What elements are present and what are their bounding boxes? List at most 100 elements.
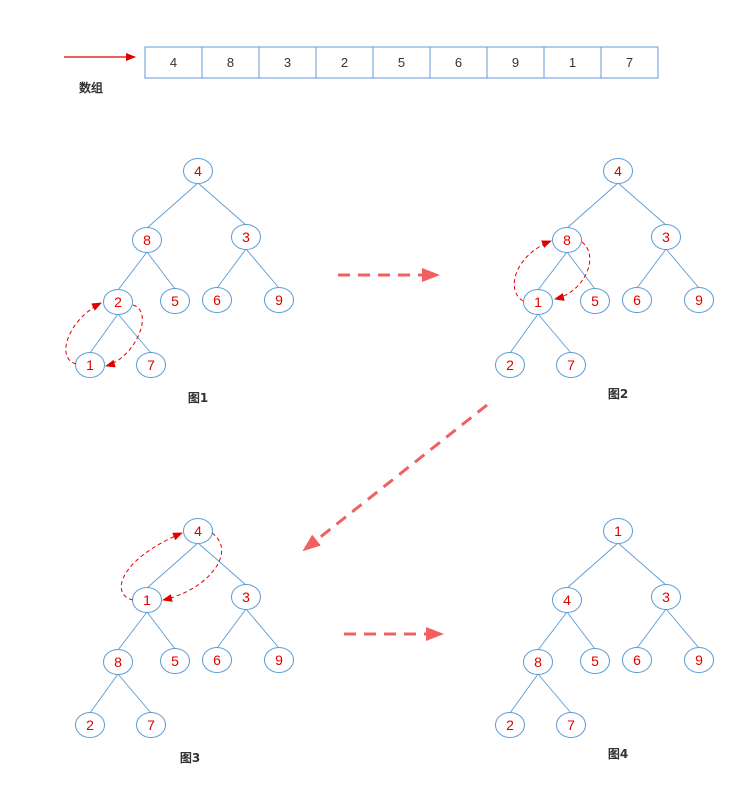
tree-edge [566,182,619,229]
tree-edge [197,182,247,226]
figure-caption: 图1 [188,391,208,405]
swap-arrows [65,240,591,602]
tree-node-value: 6 [633,292,641,308]
tree-node-value: 7 [567,717,575,733]
tree-node [552,587,582,613]
tree-node-value: 2 [114,294,122,310]
tree-edge [216,248,247,289]
tree-edge [117,611,148,651]
tree-node-value: 9 [275,292,283,308]
tree-node-value: 9 [695,292,703,308]
tree-node [684,647,714,673]
tree-node [556,712,586,738]
array-cell-value: 4 [170,55,177,70]
tree-node [651,584,681,610]
flow-arrows [302,268,488,641]
tree-node-value: 5 [591,653,599,669]
tree-node [684,287,714,313]
tree-node [103,649,133,675]
tree-node [231,224,261,250]
tree-node [264,287,294,313]
tree-node-value: 5 [591,293,599,309]
tree-node-value: 2 [86,717,94,733]
tree-node [495,712,525,738]
tree-node-value: 6 [213,292,221,308]
tree-node-value: 4 [614,163,622,179]
array-cell-value: 5 [398,55,405,70]
swap-arrow-fig1-up [65,302,102,365]
tree-node-value: 9 [275,652,283,668]
swap-arrow-fig3-down [162,532,223,602]
tree-edge [537,251,568,291]
tree-edge [216,608,247,649]
tree-node-value: 1 [534,294,542,310]
tree-node-value: 7 [147,357,155,373]
tree-node-value: 1 [86,357,94,373]
tree-node-value: 4 [194,523,202,539]
tree-node [580,648,610,674]
array-cell-value: 1 [569,55,576,70]
tree-node-value: 4 [194,163,202,179]
tree-node [136,352,166,378]
tree-node [75,352,105,378]
tree-node [580,288,610,314]
tree-node [622,647,652,673]
tree-edge [146,542,199,589]
tree-edge [537,611,568,651]
swap-arrow-fig3-up [120,532,183,601]
tree-node-value: 7 [567,357,575,373]
figure-caption: 图3 [180,751,200,765]
tree-node [183,518,213,544]
tree-node [231,584,261,610]
tree-edge [537,673,572,714]
array-cell-value: 2 [341,55,348,70]
swap-arrow-fig1-down [105,304,143,368]
tree-node [495,352,525,378]
tree-node [202,647,232,673]
tree-node-value: 5 [171,653,179,669]
tree-node-value: 1 [614,523,622,539]
array-cell [600,46,659,79]
tree-node [523,649,553,675]
tree-edge [146,182,199,229]
tree-edge [636,248,667,289]
array-cell-value: 9 [512,55,519,70]
tree-node-value: 9 [695,652,703,668]
tree-node-value: 3 [242,589,250,605]
tree-edge [245,608,280,649]
tree-node [202,287,232,313]
tree-node-value: 1 [143,592,151,608]
tree-node [160,648,190,674]
tree-node-value: 8 [143,232,151,248]
tree-edge [146,251,176,290]
tree-edge [146,611,176,650]
tree-node-value: 8 [114,654,122,670]
tree-edge [117,313,152,354]
tree-edge [665,248,700,289]
tree-edge [197,542,247,586]
tree-node-value: 7 [147,717,155,733]
tree-edge [566,611,596,650]
tree-edge [89,673,119,714]
array-cell-value: 8 [227,55,234,70]
tree-node-value: 3 [662,229,670,245]
tree-edge [636,608,667,649]
tree-node [603,518,633,544]
tree-edge [617,182,667,226]
tree-node [556,352,586,378]
tree-node [523,289,553,315]
tree-node [75,712,105,738]
tree-node [103,289,133,315]
tree-node [264,647,294,673]
tree-edge [566,251,596,290]
tree-node [160,288,190,314]
tree-node-value: 8 [534,654,542,670]
tree-edge [117,673,152,714]
tree-edge [509,673,539,714]
